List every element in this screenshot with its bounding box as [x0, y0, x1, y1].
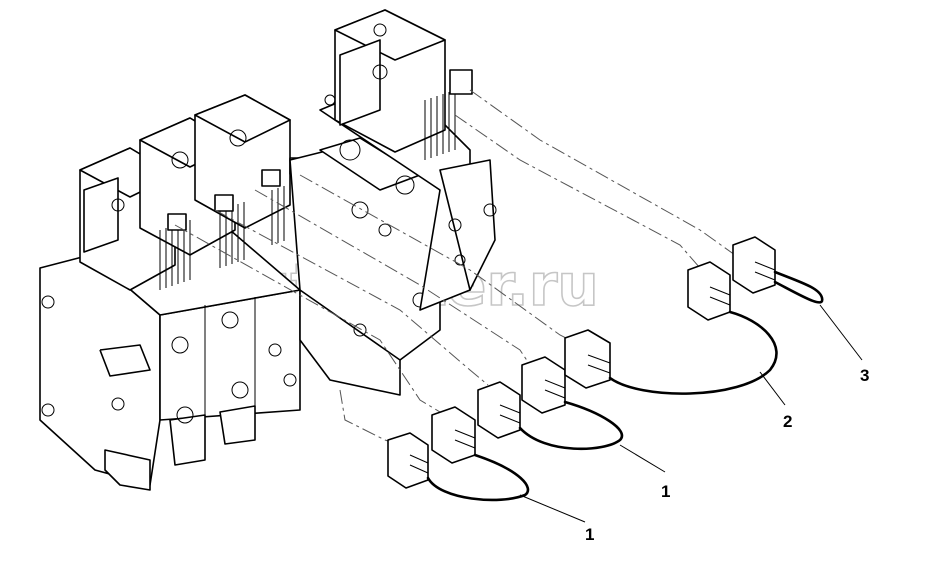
callout-1-upper: 1	[661, 482, 670, 501]
harness-group-1a	[387, 406, 530, 502]
callout-3: 3	[860, 366, 869, 385]
callout-2: 2	[783, 412, 792, 431]
harness-3	[732, 236, 824, 304]
callout-1-lower: 1	[585, 525, 594, 544]
leader-lines	[519, 304, 863, 523]
harness-2	[564, 261, 778, 395]
valve-block-assembly	[39, 9, 497, 491]
routing-lines	[174, 89, 736, 446]
harness-group-1b	[477, 356, 624, 451]
